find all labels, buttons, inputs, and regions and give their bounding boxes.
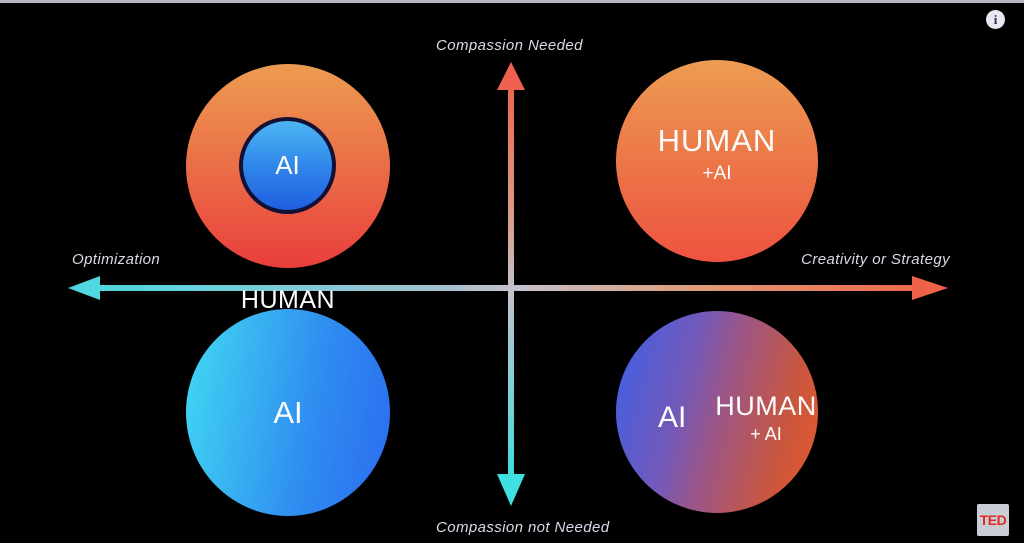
plus-ai-label: +AI — [702, 163, 732, 184]
arrowhead-right-icon — [912, 276, 948, 300]
vertical-axis-line — [508, 88, 514, 476]
ai-label: AI — [275, 150, 300, 180]
quadrant-circle-top-right: HUMAN +AI — [616, 60, 818, 262]
horizontal-axis-line — [100, 285, 912, 291]
player-progress-strip — [0, 0, 1024, 3]
arrowhead-left-icon — [68, 276, 100, 300]
axis-label-top: Compassion Needed — [436, 37, 583, 54]
info-icon[interactable]: i — [986, 10, 1005, 29]
human-label: HUMAN — [715, 391, 817, 421]
ai-label: AI — [658, 401, 687, 434]
quadrant-circle-top-left: AI HUMAN — [186, 64, 390, 314]
nested-ai-circle: AI — [239, 117, 336, 214]
plus-ai-label: + AI — [750, 424, 782, 444]
ted-logo: TED — [977, 504, 1009, 536]
human-plus-ai-group: HUMAN + AI — [715, 391, 817, 445]
axis-label-left: Optimization — [72, 251, 161, 268]
quadrant-circle-bottom-left: AI — [186, 309, 390, 516]
ai-label: AI — [273, 394, 303, 430]
axis-label-right: Creativity or Strategy — [801, 251, 950, 268]
quadrant-circle-bottom-right: AI HUMAN + AI — [616, 311, 818, 513]
human-label: HUMAN — [657, 123, 777, 158]
axis-label-bottom: Compassion not Needed — [436, 519, 610, 536]
arrowhead-down-icon — [497, 474, 525, 506]
arrowhead-up-icon — [497, 62, 525, 90]
